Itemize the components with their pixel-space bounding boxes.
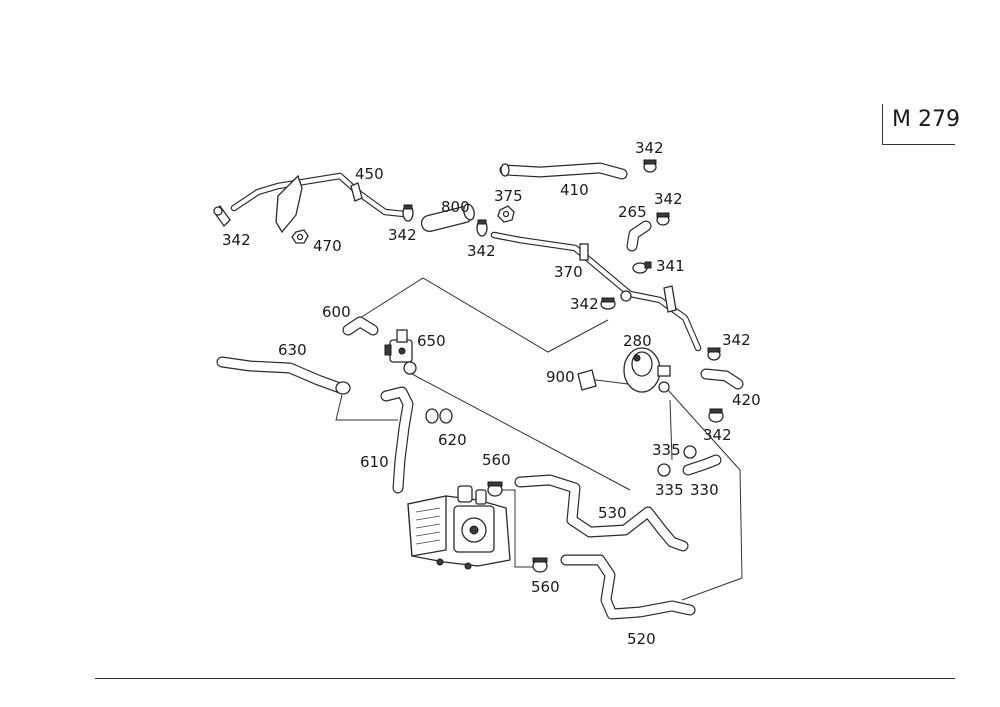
part-342-clamp-h: [708, 408, 724, 423]
part-342-clamp-d: [643, 159, 657, 173]
callout-520: 520: [627, 630, 656, 648]
callout-330: 330: [690, 481, 719, 499]
part-342-clamp-g: [707, 347, 721, 361]
part-342-clamp-630: [335, 381, 351, 395]
callout-342-f: 342: [570, 295, 599, 313]
part-450-metal-pipe: [230, 172, 408, 234]
callout-560-a: 560: [482, 451, 511, 469]
callout-530: 530: [598, 504, 627, 522]
part-342-clamp-c: [476, 219, 488, 237]
callout-342-d: 342: [635, 139, 664, 157]
callout-342-c: 342: [467, 242, 496, 260]
part-335-clamp-a: [683, 445, 697, 459]
callout-335-a: 335: [652, 441, 681, 459]
footer-rule: [95, 678, 955, 679]
part-335-clamp-b: [657, 463, 671, 477]
callout-420: 420: [732, 391, 761, 409]
callout-342-g: 342: [722, 331, 751, 349]
callout-341: 341: [656, 257, 685, 275]
callout-650: 650: [417, 332, 446, 350]
callout-335-b: 335: [655, 481, 684, 499]
part-375-nut: [497, 205, 515, 223]
model-code: M 279: [892, 107, 960, 132]
part-265-hose: [626, 220, 652, 252]
part-280-pump: [623, 347, 671, 393]
part-530-hose: [514, 474, 689, 552]
part-650-valve: [384, 329, 417, 375]
part-900-bracket: [577, 369, 597, 391]
part-330-hose: [682, 454, 722, 476]
callout-342-h: 342: [703, 426, 732, 444]
callout-410: 410: [560, 181, 589, 199]
callout-630: 630: [278, 341, 307, 359]
part-341-clamp: [632, 261, 652, 274]
callout-450: 450: [355, 165, 384, 183]
auxiliary-heater-unit: [407, 485, 511, 570]
part-410-hose: [499, 162, 628, 180]
callout-375: 375: [494, 187, 523, 205]
part-470-nut: [291, 229, 309, 244]
callout-265: 265: [618, 203, 647, 221]
part-342-clamp-a: [213, 204, 231, 228]
part-342-clamp-e: [656, 212, 670, 226]
callout-560-b: 560: [531, 578, 560, 596]
part-800-hose: [420, 203, 475, 233]
part-630-hose: [216, 356, 346, 394]
part-342-clamp-b: [402, 204, 414, 222]
part-420-hose: [700, 368, 744, 390]
callout-280: 280: [623, 332, 652, 350]
part-560-clamp-b: [532, 557, 548, 573]
callout-342-a: 342: [222, 231, 251, 249]
leader-lines: [335, 277, 743, 601]
callout-900: 900: [546, 368, 575, 386]
callout-600: 600: [322, 303, 351, 321]
model-code-box: [882, 104, 955, 145]
callout-labels: 450 342 470 800 342 375 342 342 410 342 …: [222, 139, 761, 648]
callout-370: 370: [554, 263, 583, 281]
callout-342-e: 342: [654, 190, 683, 208]
callout-610: 610: [360, 453, 389, 471]
callout-470: 470: [313, 237, 342, 255]
part-520-hose: [560, 554, 696, 620]
part-620-clamps: [425, 408, 453, 424]
part-370-metal-pipe: [490, 231, 702, 352]
callout-342-b: 342: [388, 226, 417, 244]
part-560-clamp-a: [487, 481, 503, 497]
callout-800: 800: [441, 198, 470, 216]
part-600-hose: [342, 316, 379, 336]
part-610-hose: [380, 386, 414, 494]
callout-620: 620: [438, 431, 467, 449]
part-342-clamp-f: [600, 297, 616, 310]
